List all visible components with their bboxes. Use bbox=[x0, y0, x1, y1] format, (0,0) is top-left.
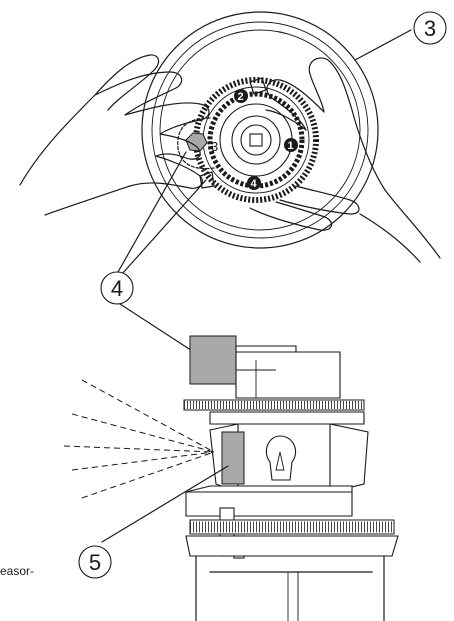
lens-outer-ring bbox=[141, 11, 379, 249]
callout-3-label: 3 bbox=[424, 16, 436, 41]
wheel-marker-2-dot bbox=[234, 89, 248, 103]
callout-5-label: 5 bbox=[89, 550, 101, 575]
hex-nut bbox=[185, 132, 208, 152]
right-hand bbox=[249, 57, 441, 263]
callout-3: 3 bbox=[354, 11, 447, 61]
top-block bbox=[189, 335, 237, 385]
cut-off-text: easor- bbox=[0, 564, 34, 578]
wheel-marker-2: 2 bbox=[238, 91, 244, 103]
wheel-marker-1-dot bbox=[284, 138, 298, 152]
wheel-marker-1: 1 bbox=[288, 140, 294, 152]
column bbox=[195, 555, 385, 621]
side-plate bbox=[221, 431, 245, 485]
light-beams bbox=[63, 379, 215, 499]
lens-inner-ring bbox=[151, 21, 369, 239]
callout-4: 4 bbox=[100, 151, 207, 357]
wheel-marker-4: 4 bbox=[251, 178, 258, 190]
callout-5: 5 bbox=[78, 465, 229, 579]
callout-4-label: 4 bbox=[111, 276, 123, 301]
wheel-marker-3: 3 bbox=[211, 139, 218, 154]
square-hub bbox=[249, 133, 263, 147]
base-mechanism-illustration bbox=[63, 335, 399, 621]
left-hand bbox=[19, 54, 210, 216]
lens-wheel-illustration: 3 2 1 4 bbox=[19, 11, 441, 263]
wheel-marker-4-dot bbox=[247, 176, 261, 190]
